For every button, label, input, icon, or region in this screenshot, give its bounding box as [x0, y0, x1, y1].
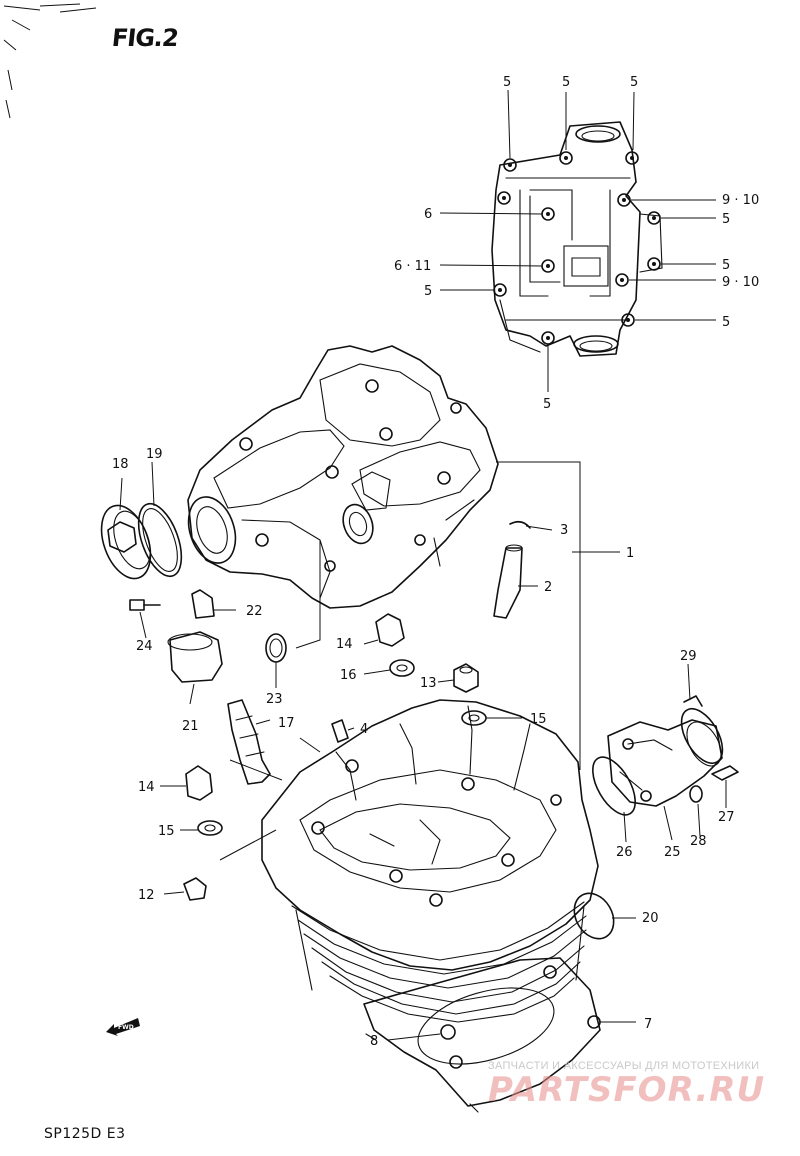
- callout-14: 14: [336, 637, 353, 652]
- oil-filler-cap: [100, 504, 152, 580]
- callout-2: 2: [544, 580, 552, 595]
- callout-1: 1: [626, 546, 634, 561]
- clip-3: [509, 520, 531, 529]
- leader-lines: [119, 461, 727, 1041]
- watermark-tagline: ЗАПЧАСТИ И АКСЕССУАРЫ ДЛЯ МОТОТЕХНИКИ: [488, 1060, 760, 1072]
- callout-5: 5: [503, 75, 511, 90]
- callout-24: 24: [136, 639, 153, 654]
- callout-22: 22: [246, 604, 263, 619]
- callout-9-10: 9 · 10: [722, 275, 759, 290]
- model-label: SP125D E3: [44, 1126, 126, 1142]
- cylinder-head-cover: [187, 345, 499, 609]
- watermark-logo: PARTSFOR.RU: [488, 1070, 766, 1110]
- callout-12: 12: [138, 888, 155, 903]
- valve-guide-2: [493, 544, 523, 619]
- callout-26: 26: [616, 845, 633, 860]
- forward-arrow-icon: FWD: [106, 1018, 140, 1036]
- bolt-pattern-diagram: [439, 89, 716, 392]
- callout-20: 20: [642, 911, 659, 926]
- callout-15: 15: [158, 824, 175, 839]
- o-ring-26: [592, 756, 636, 816]
- callout-5: 5: [562, 75, 570, 90]
- callout-14: 14: [138, 780, 155, 795]
- callout-5: 5: [424, 284, 432, 299]
- callout-29: 29: [680, 649, 697, 664]
- callout-6: 6: [424, 207, 432, 222]
- callout-19: 19: [146, 447, 163, 462]
- callout-9-10: 9 · 10: [722, 193, 759, 208]
- callout-5: 5: [543, 397, 551, 412]
- callout-5: 5: [722, 315, 730, 330]
- callout-13: 13: [420, 676, 437, 691]
- seal-23: [265, 633, 287, 663]
- nut-13: [453, 663, 479, 693]
- callout-18: 18: [112, 457, 129, 472]
- callout-8: 8: [370, 1034, 378, 1049]
- washer-15b: [197, 820, 223, 836]
- callout-6-11: 6 · 11: [394, 259, 431, 274]
- callout-16: 16: [340, 668, 357, 683]
- spark-plug: [227, 699, 271, 785]
- callout-5: 5: [722, 212, 730, 227]
- watermark: ЗАПЧАСТИ И АКСЕССУАРЫ ДЛЯ МОТОТЕХНИКИ PA…: [488, 1060, 794, 1110]
- callout-5: 5: [630, 75, 638, 90]
- callout-27: 27: [718, 810, 735, 825]
- callout-17: 17: [278, 716, 295, 731]
- callout-23: 23: [266, 692, 283, 707]
- cap-21: [167, 631, 223, 683]
- washer-15a: [461, 710, 487, 726]
- plug-12: [183, 877, 207, 901]
- callout-7: 7: [644, 1017, 652, 1032]
- o-ring: [137, 502, 183, 578]
- dowel-4: [331, 719, 349, 743]
- callout-21: 21: [182, 719, 199, 734]
- cap-nut-14a: [375, 613, 405, 647]
- callout-28: 28: [690, 834, 707, 849]
- bolt-24: [129, 599, 161, 611]
- fwd-label: FWD: [118, 1024, 134, 1031]
- scan-noise: [3, 3, 97, 119]
- callout-15: 15: [530, 712, 547, 727]
- intake-pipe: [607, 719, 723, 807]
- callout-4: 4: [360, 722, 368, 737]
- callout-labels: 5 5 5 6 6 · 11 5 9 · 10 5 5 9 · 10 5 5 1…: [112, 75, 759, 1049]
- washer-16: [389, 659, 415, 677]
- callout-3: 3: [560, 523, 568, 538]
- clip-22: [191, 589, 215, 619]
- screw-27: [711, 765, 739, 781]
- clamp-29: [680, 695, 724, 764]
- callout-5: 5: [722, 258, 730, 273]
- callout-25: 25: [664, 845, 681, 860]
- cylinder-head: [261, 699, 601, 1113]
- cap-20: [573, 892, 615, 940]
- cap-nut-14b: [185, 765, 213, 801]
- washer-28: [689, 785, 703, 803]
